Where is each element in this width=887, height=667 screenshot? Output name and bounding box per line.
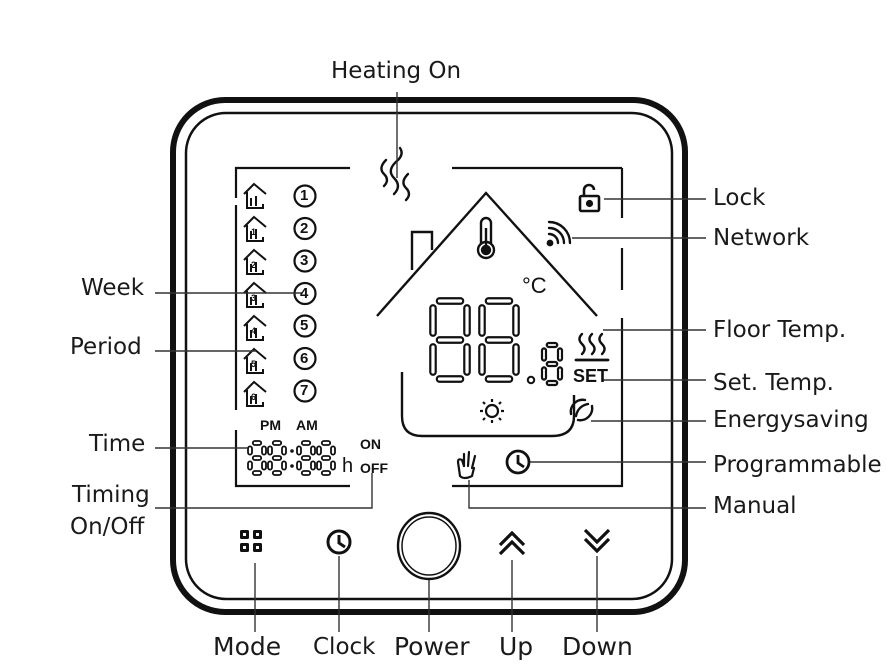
label-energysaving: Energysaving bbox=[713, 407, 869, 433]
time-colon-bottom bbox=[290, 464, 294, 468]
temperature-digits bbox=[429, 297, 564, 387]
label-network: Network bbox=[713, 225, 810, 251]
label-programmable: Programmable bbox=[713, 452, 882, 478]
period-number: 3 bbox=[251, 293, 257, 303]
clock-icon bbox=[505, 449, 531, 475]
down-button[interactable] bbox=[575, 518, 619, 562]
time-digit-3 bbox=[296, 440, 316, 476]
label-floor-temp: Floor Temp. bbox=[713, 317, 847, 343]
day-circle bbox=[293, 249, 317, 273]
day-number: 7 bbox=[300, 382, 309, 399]
chevron-down-icon bbox=[583, 528, 611, 554]
digit-tenths bbox=[540, 341, 564, 387]
period-number: 4 bbox=[251, 326, 257, 336]
network-icon bbox=[546, 220, 572, 247]
week-house-icon bbox=[243, 380, 267, 407]
label-lock: Lock bbox=[713, 185, 766, 211]
digit-ones bbox=[478, 297, 520, 383]
day-circle bbox=[293, 379, 317, 403]
label-timing: Timing bbox=[72, 482, 150, 508]
floor-heating-icon bbox=[574, 332, 610, 362]
timer-on-label: ON bbox=[360, 436, 381, 452]
label-set-temp: Set. Temp. bbox=[713, 370, 834, 396]
label-period: Period bbox=[70, 334, 142, 360]
day-circle bbox=[293, 184, 317, 208]
flame-icon bbox=[380, 146, 411, 202]
sun-icon bbox=[480, 399, 504, 423]
clock-button-icon bbox=[326, 529, 352, 555]
timer-off-label: OFF bbox=[360, 460, 388, 476]
leaf-icon bbox=[569, 398, 594, 422]
label-heating-on: Heating On bbox=[331, 58, 462, 84]
digit-tens bbox=[429, 297, 471, 383]
week-house-icon bbox=[243, 281, 267, 308]
time-digit-2 bbox=[267, 440, 287, 476]
mode-grid-icon bbox=[240, 530, 262, 552]
label-time: Time bbox=[89, 431, 146, 457]
time-digit-1 bbox=[247, 440, 267, 476]
day-circle bbox=[293, 216, 317, 241]
week-house-icons bbox=[243, 182, 267, 407]
label-down: Down bbox=[562, 632, 633, 661]
day-number: 4 bbox=[300, 284, 309, 302]
label-up: Up bbox=[499, 632, 534, 661]
pm-label: PM bbox=[260, 417, 281, 433]
set-label: SET bbox=[573, 366, 609, 386]
week-house-icon bbox=[243, 248, 267, 275]
time-colon-top bbox=[290, 449, 294, 453]
label-week: Week bbox=[81, 275, 145, 301]
week-house-icon bbox=[243, 347, 267, 374]
am-label: AM bbox=[296, 417, 318, 433]
hour-unit: h bbox=[342, 455, 354, 477]
period-number: 2 bbox=[251, 260, 257, 270]
time-digit-4 bbox=[316, 440, 336, 476]
lock-icon bbox=[578, 183, 601, 213]
label-clock: Clock bbox=[313, 634, 376, 660]
decimal-point bbox=[526, 375, 536, 385]
house-outline bbox=[376, 191, 598, 438]
period-number: 1 bbox=[251, 227, 257, 237]
day-number: 1 bbox=[300, 187, 309, 204]
label-mode: Mode bbox=[213, 632, 282, 661]
week-house-icon bbox=[243, 215, 267, 242]
label-power: Power bbox=[394, 632, 470, 661]
day-number: 3 bbox=[300, 252, 309, 269]
leader-lines bbox=[155, 92, 706, 632]
period-number: 5 bbox=[251, 359, 257, 369]
thermometer-icon bbox=[476, 216, 496, 260]
day-number: 6 bbox=[300, 349, 309, 367]
chevron-up-icon bbox=[498, 530, 526, 556]
day-number: 2 bbox=[300, 219, 309, 237]
day-number: 5 bbox=[300, 317, 309, 334]
clock-button[interactable] bbox=[316, 518, 362, 564]
power-button[interactable] bbox=[397, 512, 461, 580]
power-ring-icon bbox=[396, 511, 462, 581]
label-timing-onoff: On/Off bbox=[70, 514, 145, 540]
period-number: 6 bbox=[251, 392, 257, 402]
mode-button[interactable] bbox=[228, 518, 274, 564]
hand-icon bbox=[456, 450, 477, 480]
label-manual: Manual bbox=[713, 493, 797, 519]
day-circle bbox=[293, 346, 317, 371]
time-digits bbox=[247, 440, 336, 476]
week-house-icon bbox=[243, 314, 267, 341]
week-house-icon bbox=[243, 182, 267, 209]
day-circle bbox=[293, 314, 317, 338]
up-button[interactable] bbox=[490, 520, 534, 564]
unit-celsius: °C bbox=[522, 273, 547, 298]
